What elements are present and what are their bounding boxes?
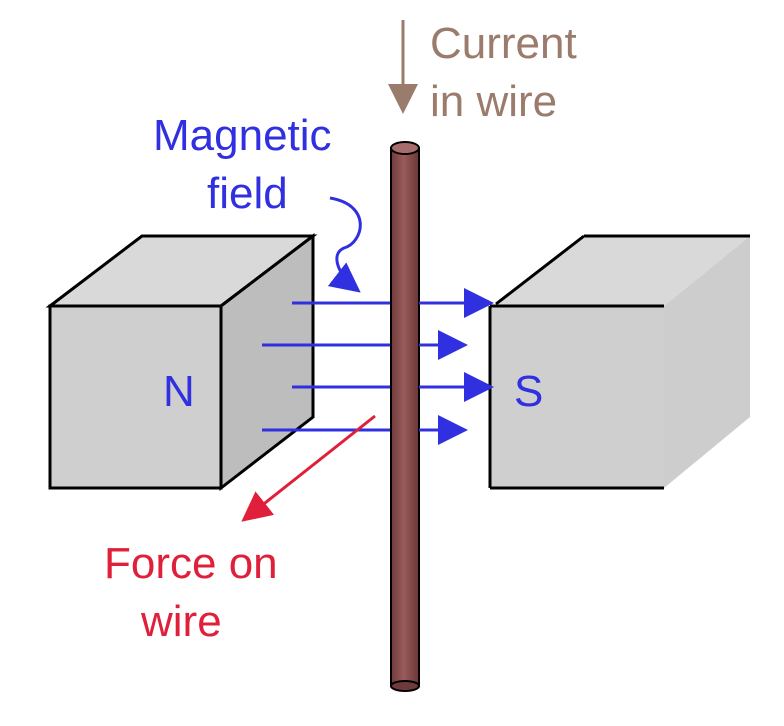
south-magnet-front: [490, 306, 664, 488]
force-label-line2: wire: [140, 597, 222, 646]
wire: [390, 141, 420, 692]
field-label-line1: Magnetic: [153, 111, 332, 160]
south-magnet-side: [664, 236, 750, 488]
field-label-line2: field: [207, 169, 288, 218]
wire-top: [390, 141, 420, 155]
current-label-line2: in wire: [430, 77, 557, 126]
field-pointer-arrow: [327, 196, 362, 293]
field-lines-right: [419, 288, 494, 445]
north-magnet-front: [48, 304, 223, 490]
north-magnet: [45, 232, 318, 492]
field-lines-left: [262, 301, 397, 432]
south-magnet: [488, 234, 750, 490]
current-label-line1: Current: [430, 19, 577, 68]
south-magnet-top: [496, 236, 750, 306]
north-pole-label: N: [163, 367, 195, 416]
force-label-line1: Force on: [104, 539, 278, 588]
south-pole-label: S: [514, 367, 543, 416]
force-arrow: [241, 414, 376, 522]
